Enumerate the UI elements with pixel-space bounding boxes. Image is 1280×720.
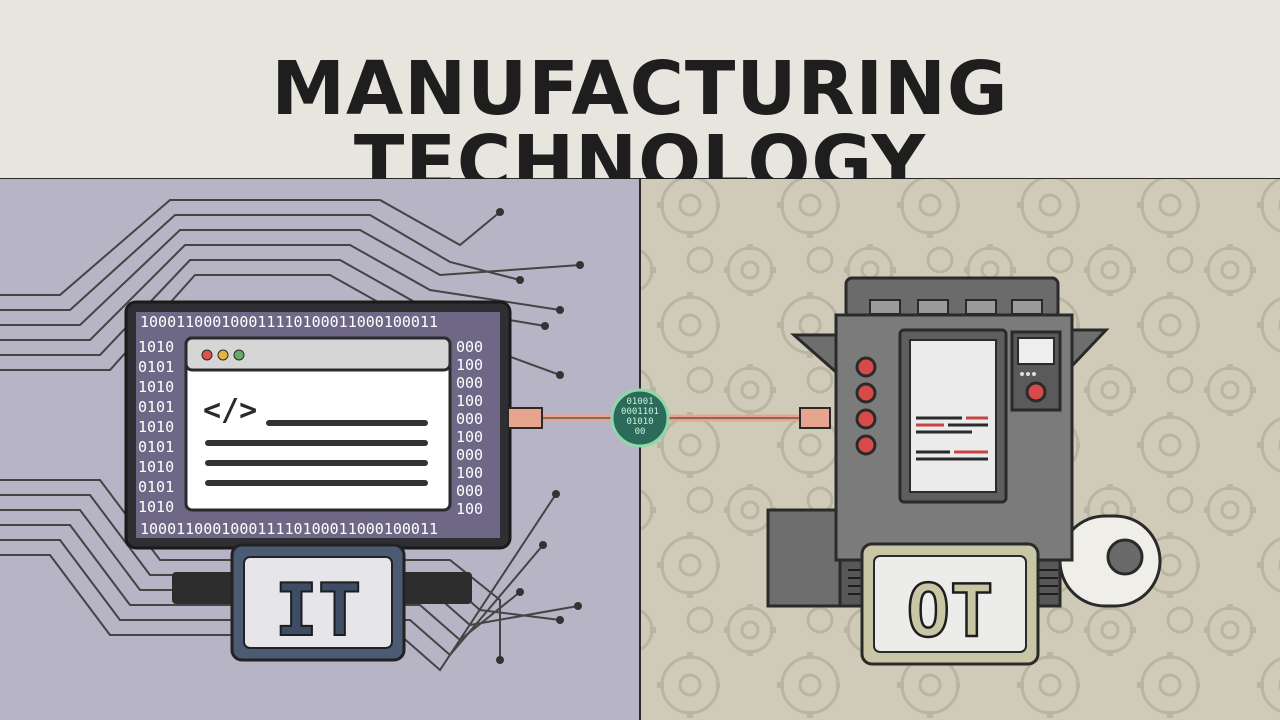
machine-buttons [855,356,877,456]
binary-row: 0101 [138,438,174,456]
display-code-lines [916,416,988,461]
binary-row: 100 [456,428,483,446]
binary-row: 1010 [138,458,174,476]
packet-bit-row: 01001 [626,397,653,407]
binary-row: 000 [456,410,483,428]
page-title: MANUFACTURING TECHNOLOGY [271,46,1009,206]
binary-row: 0101 [138,478,174,496]
binary-row: 000 [456,482,483,500]
window-maximize-dot [233,349,245,361]
title-banner: MANUFACTURING TECHNOLOGY [0,0,1280,200]
binary-row: 100 [456,500,483,518]
window-close-dot [201,349,213,361]
code-brackets-icon: </> [203,393,257,428]
packet-bit-row: 01010 [626,417,653,427]
binary-row: 0101 [138,398,174,416]
ot-label: OT [907,569,994,653]
packet-bit-row: 00 [635,427,646,437]
window-minimize-dot [217,349,229,361]
binary-row: 000 [456,446,483,464]
binary-row: 000 [456,338,483,356]
packet-bit-row: 0001101 [621,407,659,417]
data-packet [610,388,670,448]
binary-stream-left: 1010 0101 1010 0101 1010 0101 1010 0101 1010 [138,338,174,516]
gauge-screen [1017,337,1055,365]
computer-monitor: 100011000100011110100011000100011 100011… [124,300,512,604]
binary-row: 100 [456,356,483,374]
circuit-nodes [496,208,584,664]
red-button-4 [855,434,877,456]
binary-row: 000 [456,374,483,392]
binary-row: 1010 [138,378,174,396]
code-window: </> [184,336,452,512]
red-button-3 [855,408,877,430]
binary-row: 100 [456,392,483,410]
ot-label-plate: OT [860,542,1040,666]
machine-display [909,339,997,493]
binary-row: 1010 [138,338,174,356]
binary-row: 0101 [138,358,174,376]
red-button-2 [855,382,877,404]
binary-stream-top: 100011000100011110100011000100011 [140,313,438,331]
binary-row: 1010 [138,418,174,436]
binary-stream-bottom: 100011000100011110100011000100011 [140,520,438,538]
binary-row: 1010 [138,498,174,516]
red-button-1 [855,356,877,378]
gauge-red-button [1025,381,1047,403]
it-label: IT [275,568,362,652]
binary-row: 100 [456,464,483,482]
it-label-plate: IT [230,543,406,662]
